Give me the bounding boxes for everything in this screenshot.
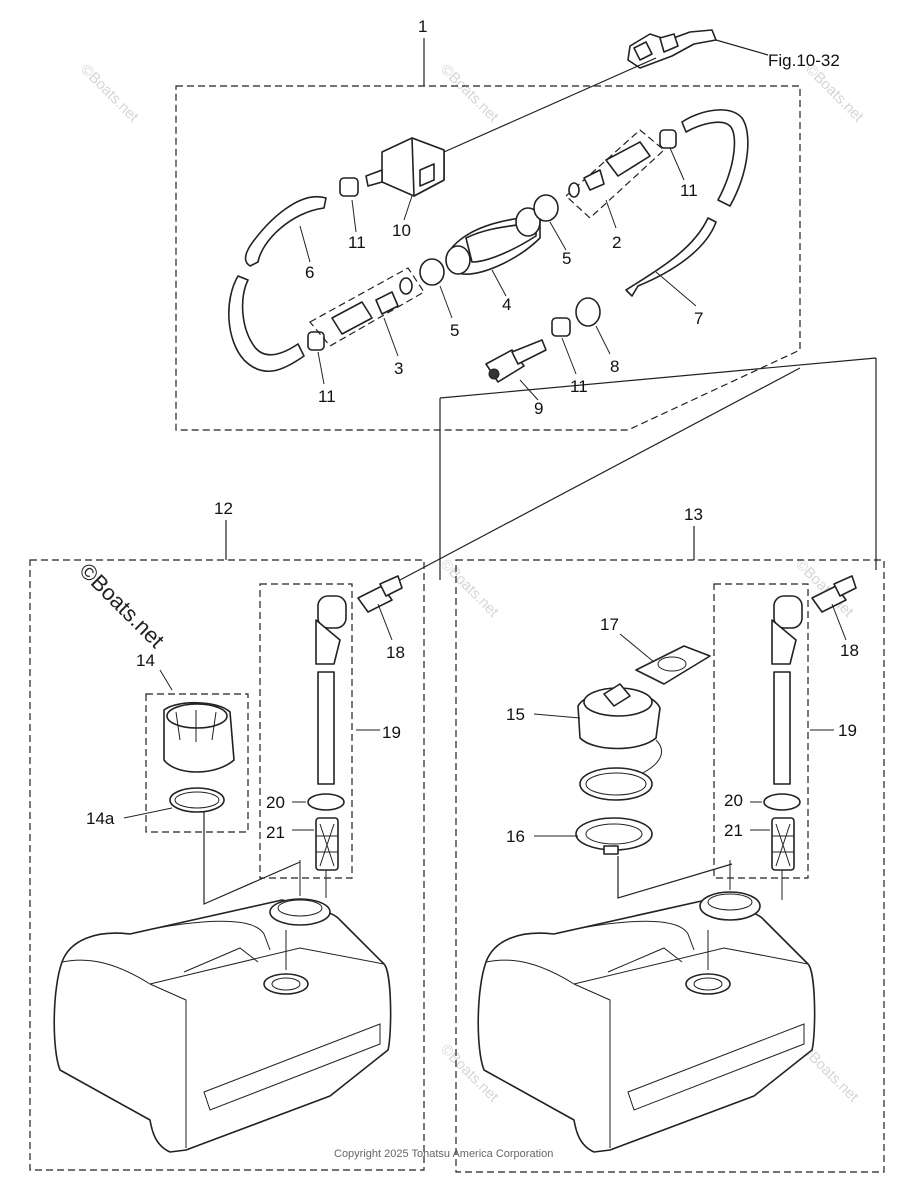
clip-11 [551, 317, 571, 337]
callout-21: 21 [724, 821, 743, 840]
callout-5: 5 [562, 249, 571, 268]
fuel-tank-body [53, 898, 392, 1153]
group-boundary-19b [713, 583, 809, 879]
callout-7: 7 [694, 309, 703, 328]
engine-connector [627, 29, 717, 69]
pickup-19 [315, 595, 347, 785]
callout-10: 10 [392, 221, 411, 240]
callout-labels: Fig.10-32 1 2 3 4 5 5 6 7 8 9 10 11 11 1… [86, 17, 859, 846]
watermark-text: ©Boats.net [437, 556, 502, 621]
group-boundary-2 [565, 129, 665, 219]
pickup-19b [771, 595, 803, 785]
callout-14: 14 [136, 651, 155, 670]
fitting-18b [811, 575, 857, 613]
coupler-3 [331, 277, 413, 335]
callout-17: 17 [600, 615, 619, 634]
callout-11: 11 [570, 377, 588, 396]
group-boundary-14 [145, 693, 249, 833]
clip-11 [659, 129, 677, 149]
lock-ring-16 [575, 817, 653, 855]
filter-21 [315, 817, 339, 871]
callout-4: 4 [502, 295, 511, 314]
o-ring-cap [579, 767, 653, 801]
link-line [399, 367, 801, 581]
callout-16: 16 [506, 827, 525, 846]
primer-bulb-4 [445, 207, 541, 275]
callout-11: 11 [680, 181, 698, 200]
callout-2: 2 [612, 233, 621, 252]
callout-19: 19 [838, 721, 857, 740]
callout-20: 20 [724, 791, 743, 810]
link-line [439, 357, 877, 399]
group-boundary-19 [259, 583, 353, 879]
valve-5 [419, 258, 445, 286]
o-ring-20 [307, 793, 345, 811]
group-boundary-12 [29, 559, 425, 1171]
coupler-2 [568, 141, 651, 198]
watermark-text: ©Boats.net [437, 61, 502, 126]
callout-11: 11 [318, 387, 336, 406]
callout-8: 8 [610, 357, 619, 376]
group-boundary-1 [175, 85, 801, 431]
fuel-tank-assembly-12 [29, 520, 425, 1171]
tank-connector-10 [365, 137, 445, 197]
callout-3: 3 [394, 359, 403, 378]
fuel-line-assembly [175, 29, 801, 431]
watermark-logo: ©Boats.net [74, 558, 169, 653]
fuel-tank-body-b [477, 891, 816, 1153]
callout-11: 11 [348, 233, 366, 252]
tank-cap-15 [577, 683, 662, 777]
watermark-text: ©Boats.net [802, 61, 867, 126]
callout-1: 1 [418, 17, 427, 36]
fuel-tank-assembly-13 [455, 526, 885, 1173]
group-boundary-3 [309, 267, 425, 347]
tank-cap-14 [163, 701, 235, 773]
callout-14a: 14a [86, 809, 115, 828]
copyright-text: Copyright 2025 Tohatsu America Corporati… [334, 1148, 553, 1160]
fitting-9 [485, 339, 547, 383]
callout-21: 21 [266, 823, 285, 842]
callout-9: 9 [534, 399, 543, 418]
callout-18: 18 [386, 643, 405, 662]
callout-5: 5 [450, 321, 459, 340]
ring-8 [575, 297, 601, 327]
valve-5 [533, 194, 559, 222]
callout-12: 12 [214, 499, 233, 518]
callout-6: 6 [305, 263, 314, 282]
callout-13: 13 [684, 505, 703, 524]
clip-11 [339, 177, 359, 197]
callout-20: 20 [266, 793, 285, 812]
watermark-text: ©Boats.net [77, 61, 142, 126]
callout-19: 19 [382, 723, 401, 742]
o-ring-20b [763, 793, 801, 811]
group-boundary-13 [455, 559, 885, 1173]
fitting-18 [357, 575, 403, 613]
filter-21b [771, 817, 795, 871]
callout-18: 18 [840, 641, 859, 660]
callout-15: 15 [506, 705, 525, 724]
decal-17 [635, 645, 711, 685]
clip-11 [307, 331, 325, 351]
figure-reference[interactable]: Fig.10-32 [768, 51, 840, 70]
